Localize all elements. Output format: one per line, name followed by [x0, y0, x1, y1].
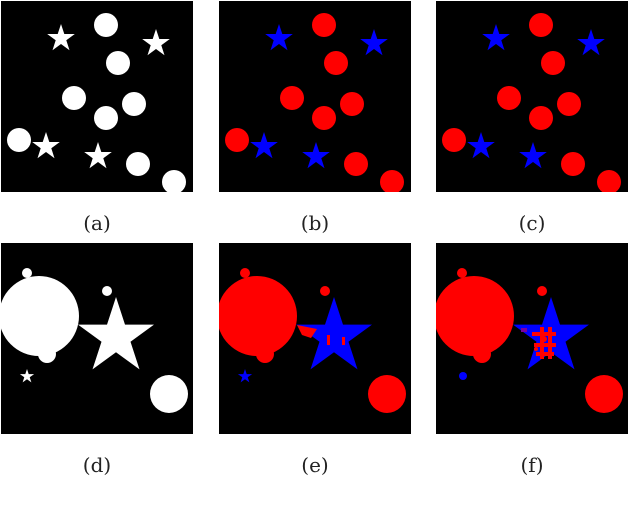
circle-shape: [436, 276, 514, 356]
caption-e: (e): [301, 453, 329, 477]
circle-shape: [561, 152, 585, 176]
circle-shape: [225, 128, 249, 152]
panel-d-shapes: [1, 268, 188, 413]
circle-shape: [122, 92, 146, 116]
star-shape: [467, 132, 495, 159]
circle-shape: [22, 268, 32, 278]
circle-shape: [537, 286, 547, 296]
circle-shape: [459, 372, 467, 380]
circle-shape: [457, 268, 467, 278]
star-shape: [78, 297, 154, 370]
circle-shape: [102, 286, 112, 296]
star-shape: [250, 132, 278, 159]
mislabel-region: [532, 327, 556, 359]
circle-shape: [62, 86, 86, 110]
star-shape: [237, 369, 253, 383]
circle-shape: [529, 13, 553, 37]
caption-c: (c): [518, 211, 546, 235]
circle-shape: [94, 106, 118, 130]
star-shape: [47, 24, 75, 51]
circle-shape: [557, 92, 581, 116]
star-shape: [577, 29, 605, 56]
circle-shape: [7, 128, 31, 152]
circle-shape: [442, 128, 466, 152]
circle-shape: [1, 276, 79, 356]
mislabel-region: [297, 325, 317, 338]
panel-f-image: [436, 243, 628, 434]
circle-shape: [240, 268, 250, 278]
purple-blend-region: [521, 328, 527, 332]
circle-shape: [368, 375, 406, 413]
circle-shape: [150, 375, 188, 413]
circle-shape: [256, 345, 274, 363]
circle-shape: [94, 13, 118, 37]
star-shape: [360, 29, 388, 56]
star-shape: [32, 132, 60, 159]
circle-shape: [380, 170, 404, 192]
caption-b: (b): [300, 211, 330, 235]
circle-shape: [597, 170, 621, 192]
star-shape: [84, 142, 112, 169]
panel-b-shapes: [225, 13, 404, 192]
mislabel-region: [327, 335, 330, 345]
panel-a-shapes: [7, 13, 186, 192]
caption-a: (a): [83, 211, 111, 235]
circle-shape: [280, 86, 304, 110]
panel-e-image: [219, 243, 411, 434]
circle-shape: [38, 345, 56, 363]
star-shape: [265, 24, 293, 51]
star-shape: [296, 297, 372, 370]
circle-shape: [585, 375, 623, 413]
circle-shape: [106, 51, 130, 75]
mislabel-region: [342, 337, 345, 345]
panel-d-image: [1, 243, 193, 434]
caption-d: (d): [82, 453, 112, 477]
star-shape: [519, 142, 547, 169]
circle-shape: [219, 276, 297, 356]
circle-shape: [324, 51, 348, 75]
panel-c-image: [436, 1, 628, 192]
star-shape: [482, 24, 510, 51]
circle-shape: [126, 152, 150, 176]
circle-shape: [320, 286, 330, 296]
circle-shape: [473, 345, 491, 363]
star-shape: [302, 142, 330, 169]
circle-shape: [162, 170, 186, 192]
panel-b-image: [219, 1, 411, 192]
circle-shape: [344, 152, 368, 176]
circle-shape: [312, 13, 336, 37]
circle-shape: [497, 86, 521, 110]
caption-f: (f): [520, 453, 544, 477]
panel-f-shapes: [436, 268, 623, 413]
panel-a-image: [1, 1, 193, 192]
star-shape: [19, 369, 35, 383]
panel-c-shapes: [442, 13, 621, 192]
circle-shape: [529, 106, 553, 130]
circle-shape: [541, 51, 565, 75]
panel-e-shapes: [219, 268, 406, 413]
circle-shape: [312, 106, 336, 130]
circle-shape: [340, 92, 364, 116]
star-shape: [142, 29, 170, 56]
